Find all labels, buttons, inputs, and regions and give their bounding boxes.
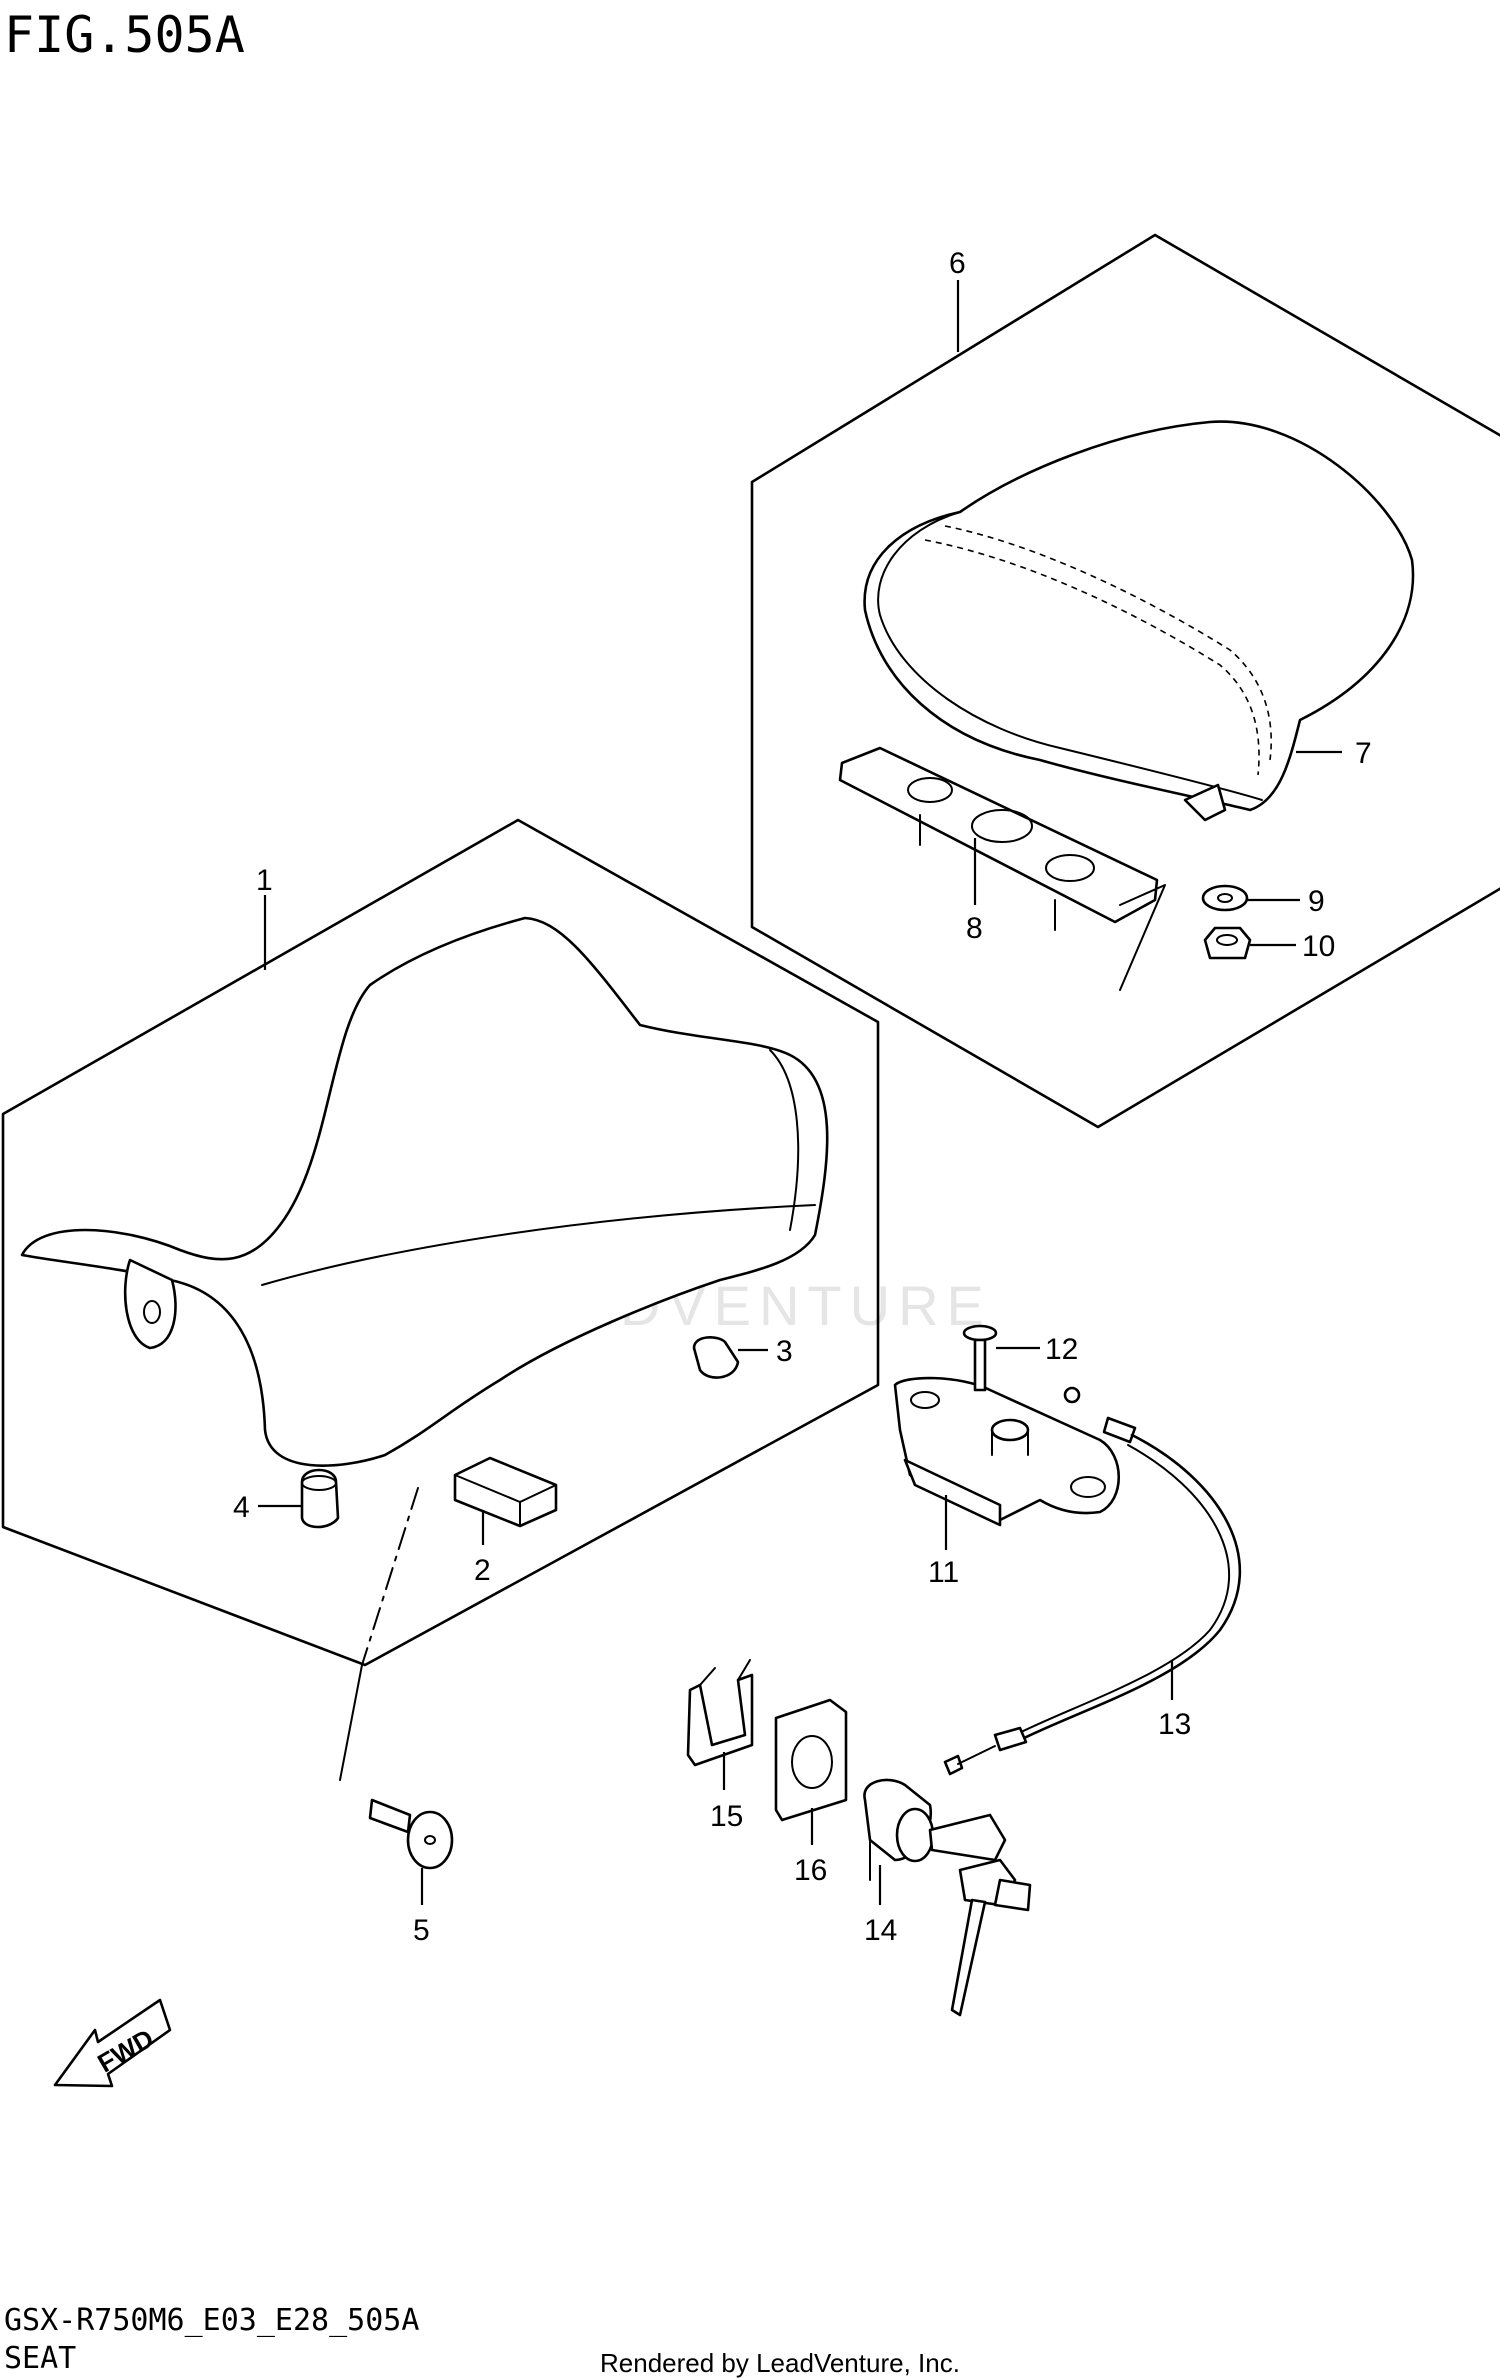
- assembly-line-seat: [361, 1487, 419, 1666]
- callout-6: 6: [949, 247, 966, 280]
- lock-hole-1: [910, 1391, 940, 1409]
- cushion-4-top: [301, 1475, 337, 1491]
- lock-boss-sides: [991, 1429, 1029, 1456]
- bolt-5-center: [424, 1835, 436, 1845]
- lock-cylinder-14: [863, 1778, 1032, 2017]
- key-2-blade: [950, 1898, 987, 2017]
- figure-title: FIG.505A: [4, 6, 245, 64]
- cable-end-upper: [1063, 1386, 1081, 1404]
- pillion-seat-boundary: [750, 233, 1500, 1129]
- model-code: GSX-R750M6_E03_E28_505A: [4, 2303, 419, 2338]
- callout-5: 5: [413, 1914, 430, 1947]
- seat-hook: [123, 1258, 177, 1350]
- pillion-seat-group: [750, 233, 1500, 1129]
- clip-15: [686, 1659, 754, 1767]
- nut-10: [1203, 926, 1252, 960]
- base-hole-3: [1045, 854, 1095, 882]
- cable-sleeve-upper: [1102, 1416, 1137, 1444]
- callout-14: 14: [864, 1914, 897, 1947]
- cable-wire: [957, 1745, 996, 1765]
- rider-seat-boundary: [1, 818, 880, 1667]
- key-3: [993, 1878, 1032, 1912]
- rider-seat-group: [1, 818, 880, 1781]
- seat-base-8: [838, 746, 1159, 924]
- assembly-line-bolt: [339, 1664, 363, 1781]
- washer-9: [1201, 884, 1249, 912]
- callout-12: 12: [1045, 1333, 1078, 1366]
- rider-seat-front-edge: [769, 1049, 800, 1231]
- hook-7: [1183, 783, 1227, 822]
- callout-13: 13: [1158, 1708, 1191, 1741]
- base-hole-1: [907, 777, 953, 803]
- cable-end-lower: [943, 1754, 964, 1776]
- fwd-arrow-shape: [53, 1998, 172, 2088]
- pillion-seat-edge: [877, 511, 1263, 801]
- cable-13: [943, 1386, 1242, 1776]
- callout-1: 1: [256, 864, 273, 897]
- bolt-5-shank: [368, 1798, 412, 1834]
- pillion-seat: [863, 420, 1415, 812]
- rider-seat-crease: [261, 1204, 816, 1286]
- foam-block-edges: [454, 1474, 557, 1527]
- callout-16: 16: [794, 1854, 827, 1887]
- screw-12-head: [962, 1324, 998, 1342]
- nut-10-hole: [1216, 934, 1238, 946]
- callout-4: 4: [233, 1491, 250, 1524]
- bracket-16: [774, 1698, 848, 1822]
- bracket-hole: [791, 1735, 833, 1789]
- lock-housing: [903, 1458, 1002, 1527]
- fwd-arrow-icon: FWD: [53, 1998, 172, 2088]
- lock-boss: [990, 1418, 1030, 1442]
- bracket-plate: [774, 1698, 848, 1822]
- key-1: [928, 1813, 1007, 1862]
- foam-block-2: [453, 1456, 558, 1528]
- callout-3: 3: [776, 1335, 793, 1368]
- cushion-3: [692, 1336, 740, 1379]
- clip-body: [686, 1673, 754, 1767]
- callout-15: 15: [710, 1800, 743, 1833]
- callout-7: 7: [1355, 737, 1372, 770]
- callout-8: 8: [966, 912, 983, 945]
- cable-inner: [1014, 1444, 1231, 1736]
- seat-lock-11: [893, 1376, 1120, 1527]
- lock-hole-2: [1070, 1476, 1106, 1498]
- assembly-line-pillion: [1119, 884, 1166, 991]
- callout-2: 2: [474, 1554, 491, 1587]
- pillion-stitch-1: [944, 525, 1273, 761]
- callout-11: 11: [928, 1556, 959, 1589]
- bolt-5: [368, 1798, 454, 1870]
- base-studs: [919, 814, 1056, 931]
- screw-12: [962, 1324, 998, 1392]
- base-hole-2: [971, 809, 1033, 843]
- callout-9: 9: [1308, 885, 1325, 918]
- clip-tabs: [699, 1659, 751, 1686]
- lock-cylinder-face: [895, 1807, 935, 1863]
- cable-outer: [1018, 1433, 1242, 1742]
- seat-hook-hole: [143, 1300, 161, 1324]
- rider-seat: [20, 916, 829, 1467]
- washer-9-hole: [1217, 893, 1233, 903]
- credit-text: Rendered by LeadVenture, Inc.: [600, 2348, 960, 2378]
- cable-sleeve-lower: [993, 1726, 1028, 1752]
- lock-plate: [893, 1376, 1120, 1522]
- bolt-5-head: [406, 1810, 454, 1870]
- callouts: 1 2 3 4 5 6 7 8 9 10 11 12 13 14 15 16: [233, 247, 1372, 1947]
- callout-10: 10: [1302, 930, 1335, 963]
- section-name: SEAT: [4, 2341, 76, 2376]
- cushion-4: [300, 1468, 340, 1529]
- screw-12-shank: [973, 1338, 987, 1392]
